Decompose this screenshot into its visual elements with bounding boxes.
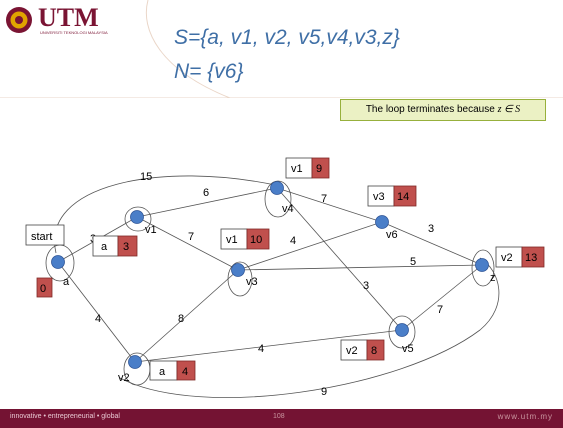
weight-v1-v4: 6 (203, 187, 209, 199)
node-v6 (375, 215, 389, 229)
v4-prev: v1 (291, 163, 303, 175)
weight-v6-z: 3 (428, 223, 434, 235)
node-v5 (395, 323, 409, 337)
z-prev: v2 (501, 252, 513, 264)
node-label-z: z (490, 272, 496, 284)
weight-v5-z: 7 (437, 304, 443, 316)
v5-dist: 8 (371, 345, 377, 357)
ring-v5 (388, 315, 416, 349)
node-label-a: a (63, 276, 70, 288)
v2-dist: 4 (182, 366, 188, 378)
edge-v6-z (381, 221, 483, 266)
weight-v3-z: 5 (410, 256, 416, 268)
v6-prev: v3 (373, 191, 385, 203)
termination-note: The loop terminates because z ∈ S (340, 99, 546, 121)
edge-v3-z (237, 264, 483, 271)
footer-url[interactable]: www.utm.my (497, 412, 553, 421)
edge-v5-z (401, 264, 483, 331)
node-v1 (130, 210, 144, 224)
z-dist-box (521, 246, 545, 268)
z-dist: 13 (525, 252, 537, 264)
node-label-v5: v5 (402, 343, 414, 355)
node-label-v6: v6 (386, 229, 398, 241)
edge-v2-z (119, 257, 500, 398)
weight-v2-v3: 8 (178, 313, 184, 325)
node-z (475, 258, 489, 272)
node-label-v2: v2 (118, 372, 130, 384)
v6-dist-box (393, 185, 417, 207)
note-text: The loop terminates because (365, 104, 495, 115)
weight-v4-v5: 3 (363, 280, 369, 292)
a-dist-value: 0 (40, 283, 46, 295)
node-v3 (231, 263, 245, 277)
v5-dist-box (366, 339, 385, 361)
edge-v4-v5 (276, 187, 403, 331)
title-set-n: N= {v6} (174, 60, 244, 83)
v1-prev: a (101, 241, 108, 253)
edge-v2-v5 (134, 329, 403, 363)
v5-prev: v2 (346, 345, 358, 357)
v4-dist-box (311, 157, 330, 179)
v6-dist: 14 (397, 191, 409, 203)
node-v2 (128, 355, 142, 369)
edge-v1-v4 (136, 187, 278, 218)
ring-v4 (264, 180, 292, 218)
v1-dist-box (117, 235, 138, 257)
ring-z (471, 249, 495, 287)
title-set-s: S={a, v1, v2, v5,v4,v3,z} (174, 26, 400, 49)
node-label-v4: v4 (282, 203, 294, 215)
utm-logo: UTM UNIVERSITI TEKNOLOGI MALAYSIA (4, 3, 108, 37)
page-number: 108 (273, 413, 285, 420)
note-expression: z ∈ S (497, 104, 521, 115)
header-shape (0, 0, 563, 98)
v2-dist-box (176, 360, 196, 381)
graph-diagram: a v1 v4 v3 v6 z v5 v2 15 6 3 7 7 4 3 5 3… (25, 157, 545, 398)
weight-v1-v3: 7 (188, 231, 194, 243)
slide-header: UTM UNIVERSITI TEKNOLOGI MALAYSIA S={a, … (0, 0, 563, 98)
edge-v1-v3 (136, 216, 239, 271)
v3-prev: v1 (226, 234, 238, 246)
footer-tagline: innovative • entrepreneurial • global (10, 413, 120, 420)
a-dist-box (36, 277, 53, 298)
weight-v3-v6: 4 (290, 235, 296, 247)
logo-text: UTM (38, 3, 99, 32)
start-box (25, 224, 65, 246)
v1-dist: 3 (123, 241, 129, 253)
ring-v3 (227, 261, 253, 297)
ring-v1 (124, 206, 152, 232)
start-label: start (31, 231, 52, 243)
edge-v4-v6 (276, 187, 383, 223)
edge-a-v2 (57, 261, 136, 363)
v3-dist-box (246, 228, 270, 250)
utm-emblem-icon (6, 7, 32, 33)
weight-a-v2: 4 (95, 313, 101, 325)
weight-v4-v6: 7 (321, 193, 327, 205)
node-v4 (270, 181, 284, 195)
v3-dist: 10 (250, 234, 262, 246)
edge-v3-v6 (237, 221, 383, 271)
node-label-v3: v3 (246, 276, 258, 288)
weight-v2-z: 9 (321, 386, 327, 398)
edge-v2-v3 (134, 269, 239, 363)
v4-dist: 9 (316, 163, 322, 175)
logo-subtitle: UNIVERSITI TEKNOLOGI MALAYSIA (40, 30, 108, 35)
slide-footer: innovative • entrepreneurial • global 10… (0, 409, 563, 428)
node-label-v1: v1 (145, 224, 157, 236)
node-a (51, 255, 65, 269)
v2-prev: a (159, 366, 166, 378)
weight-v2-v5: 4 (258, 343, 264, 355)
weight-a-v4: 15 (140, 171, 152, 183)
